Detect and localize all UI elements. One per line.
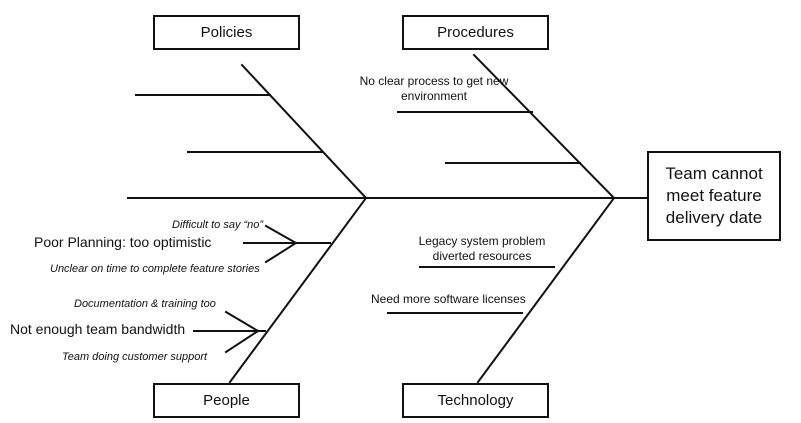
subrib-people-2b xyxy=(224,329,260,354)
subcause-people-2b: Team doing customer support xyxy=(62,351,208,363)
bone-procedures xyxy=(472,53,616,200)
subcause-people-1a: Difficult to say “no” xyxy=(172,219,264,231)
subcause-people-2a: Documentation & training too xyxy=(74,298,216,310)
subrib-people-1b xyxy=(264,241,298,264)
category-people-label: People xyxy=(203,392,250,409)
cause-people-2: Not enough team bandwidth xyxy=(10,321,186,337)
subrib-people-2a xyxy=(224,310,260,333)
subcause-people-1b: Unclear on time to complete feature stor… xyxy=(50,263,260,275)
bone-policies xyxy=(240,63,368,200)
bone-people xyxy=(228,196,368,384)
cause-procedures-1: No clear process to get new environment xyxy=(359,74,509,103)
effect-box: Team cannot meet feature delivery date xyxy=(647,151,781,241)
category-procedures-label: Procedures xyxy=(437,24,514,41)
cause-people-1: Poor Planning: too optimistic xyxy=(34,234,212,250)
category-technology-label: Technology xyxy=(437,392,514,409)
bone-technology xyxy=(476,196,616,384)
cause-technology-2: Need more software licenses xyxy=(371,292,526,306)
effect-label: Team cannot meet feature delivery date xyxy=(665,164,763,227)
category-policies-box: Policies xyxy=(153,15,300,50)
cause-technology-1: Legacy system problem diverted resources xyxy=(418,234,546,263)
category-policies-label: Policies xyxy=(200,24,253,41)
category-technology-box: Technology xyxy=(402,383,549,418)
category-procedures-box: Procedures xyxy=(402,15,549,50)
category-people-box: People xyxy=(153,383,300,418)
subrib-people-1a xyxy=(264,224,298,245)
